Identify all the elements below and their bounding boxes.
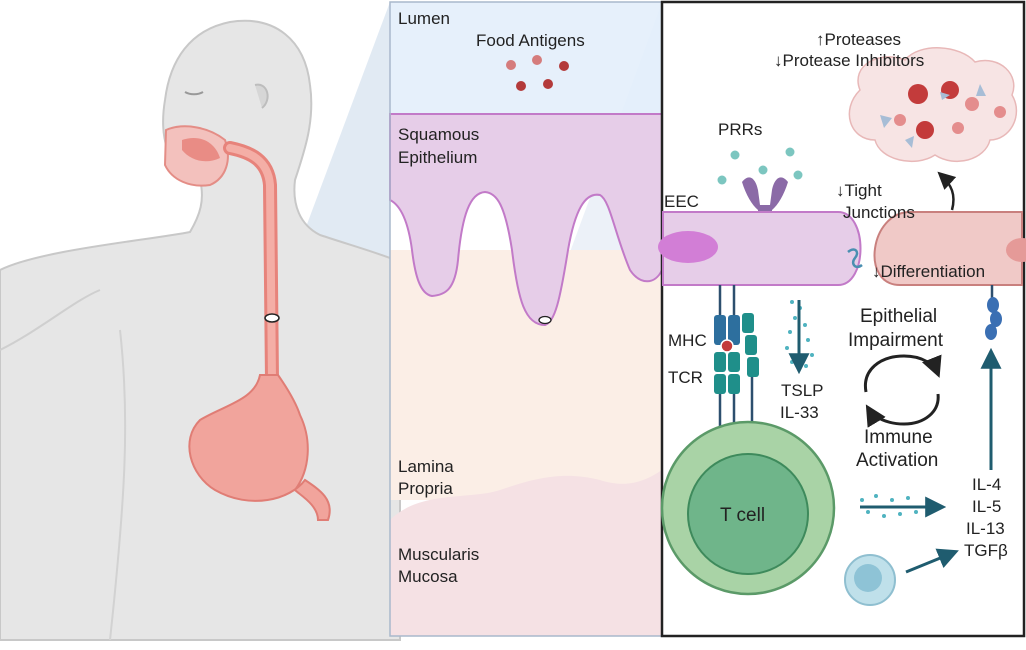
propria-label: Propria [398, 479, 453, 498]
antigen-dot [559, 61, 569, 71]
antigen-dot [543, 79, 553, 89]
proteases-label: ↑Proteases [816, 30, 901, 49]
tslp-label: TSLP [781, 381, 824, 400]
junctions-label: Junctions [843, 203, 915, 222]
stomach [188, 374, 331, 521]
right-cell-nucleus [1006, 238, 1026, 262]
inhibitor-icon [940, 92, 950, 100]
esophagus [188, 141, 331, 521]
eec-nucleus [658, 231, 718, 263]
epithelium-label: Epithelium [398, 148, 477, 167]
epithelial-cell-eec [662, 211, 862, 286]
ear-icon [254, 83, 269, 109]
tcr-label: TCR [668, 368, 703, 387]
protease-inhibitors-label: ↓Protease Inhibitors [774, 51, 924, 70]
squamous-label: Squamous [398, 125, 479, 144]
antigen-dot [532, 55, 542, 65]
cycle-arrow-top [863, 354, 942, 393]
immune-label: Immune [864, 427, 933, 448]
tissue-column [389, 1, 663, 637]
lumen-layer [390, 2, 662, 114]
ligand-dot [758, 165, 768, 175]
ligand-dot [730, 150, 740, 160]
il13-label: IL-13 [966, 519, 1005, 538]
detail-panel [658, 0, 1026, 638]
cycle-arrow-bottom [865, 393, 940, 428]
epithelial-label: Epithelial [860, 306, 937, 327]
biopsy-marker-zoom [538, 315, 552, 325]
inhibitor-icon [880, 115, 892, 128]
biopsy-marker [264, 313, 280, 323]
protease-icon [916, 121, 934, 139]
closed-eye-icon [184, 91, 204, 96]
tongue [182, 138, 220, 162]
muscularis-label: Muscularis [398, 545, 479, 564]
antigen-peptide-icon [720, 339, 734, 353]
protease-icon [952, 122, 964, 134]
epithelium-layer [389, 113, 663, 327]
muscularis-layer [390, 470, 662, 636]
ligand-dot [717, 175, 727, 185]
protease-icon [994, 106, 1006, 118]
inhibitor-icon [905, 136, 914, 148]
secretion-arrow [937, 171, 957, 211]
tcell-label: T cell [720, 505, 765, 526]
ligand-dot [785, 147, 795, 157]
lumen-label: Lumen [398, 9, 450, 28]
food-antigens-label: Food Antigens [476, 31, 585, 50]
innate-cell-arrow [905, 548, 959, 574]
lamina-label: Lamina [398, 457, 454, 476]
mhc-label: MHC [668, 331, 707, 350]
il5-label: IL-5 [972, 497, 1001, 516]
ligand-dot [793, 170, 803, 180]
il4-label: IL-4 [972, 475, 1001, 494]
innate-cell-nucleus [854, 564, 882, 592]
antigen-dot [516, 81, 526, 91]
il33-label: IL-33 [780, 403, 819, 422]
activation-label: Activation [856, 450, 938, 471]
prrs-label: PRRs [718, 120, 762, 139]
cytokine-receptor-icon [985, 285, 1002, 340]
protease-icon [908, 84, 928, 104]
impairment-label: Impairment [848, 330, 944, 351]
human-silhouette [0, 19, 401, 641]
cytokine-release-dots [860, 494, 918, 518]
tcell-nucleus [687, 453, 809, 575]
tgfb-label: TGFβ [964, 541, 1008, 560]
differentiation-label: ↓Differentiation [872, 262, 985, 281]
inhibitor-icon [976, 84, 986, 96]
tight-label: ↓Tight [836, 181, 882, 200]
protease-icon [894, 114, 906, 126]
eec-label: EEC [664, 192, 699, 211]
tight-junction-icon [847, 248, 863, 269]
epithelial-cell-right [873, 211, 1023, 286]
protease-cloud [848, 47, 1018, 163]
mucosa-label: Mucosa [398, 567, 458, 586]
antigen-dot [506, 60, 516, 70]
protease-icon [965, 97, 979, 111]
